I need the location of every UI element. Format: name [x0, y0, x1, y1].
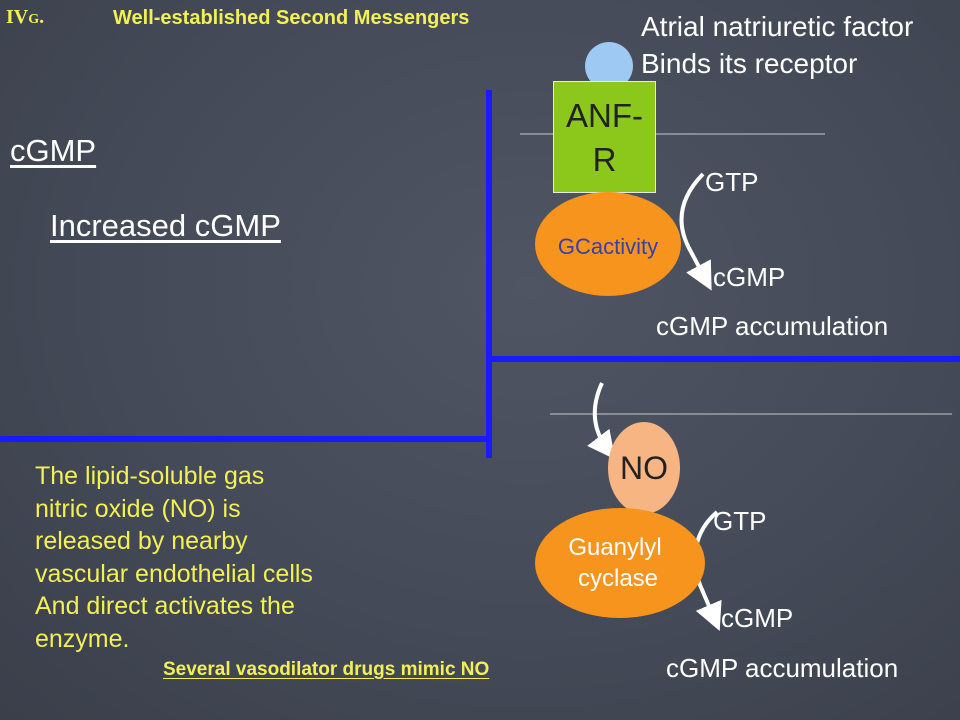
increased-cgmp-heading: Increased cGMP — [50, 208, 281, 243]
no-molecule: NO — [608, 422, 680, 514]
top-cgmp-label: cGMP — [713, 262, 786, 292]
anf-receptor: ANF- R — [553, 81, 656, 193]
section-sub: G — [28, 12, 40, 27]
no-description-line-2: nitric oxide (NO) is — [35, 494, 241, 523]
section-number: IV — [6, 6, 29, 28]
no-description-line-3: released by nearby — [35, 527, 248, 555]
bottom-accumulation-label: cGMP accumulation — [666, 653, 899, 683]
cgmp-heading: cGMP — [10, 133, 97, 168]
bottom-cgmp-label: cGMP — [721, 603, 794, 633]
no-description-line-4: vascular endothelial cells — [35, 559, 313, 588]
anf-caption-2: Binds its receptor — [641, 48, 858, 79]
no-description-line-1: The lipid-soluble gas — [35, 462, 265, 490]
anf-caption-1: Atrial natriuretic factor — [641, 11, 914, 42]
gc-enzyme-label: GCactivity — [557, 234, 659, 259]
left-divider — [0, 436, 489, 442]
no-description-line-6: enzyme. — [35, 624, 130, 653]
top-conversion-arrow — [679, 172, 712, 291]
gc-enzyme: GCactivity — [535, 192, 681, 296]
guanylyl-cyclase-line-1: Guanylyl — [568, 534, 662, 561]
vasodilator-footnote: Several vasodilator drugs mimic NO — [163, 659, 490, 680]
vertical-divider — [486, 90, 492, 458]
middle-divider — [486, 356, 960, 362]
guanylyl-cyclase-line-2: cyclase — [577, 565, 659, 592]
anf-receptor-line-1: ANF- — [566, 97, 643, 134]
section-dot: . — [39, 6, 45, 28]
no-molecule-label: NO — [620, 449, 668, 486]
no-description-line-5: And direct activates the — [35, 592, 295, 620]
anf-receptor-line-2: R — [592, 141, 617, 178]
top-gtp-label: GTP — [705, 167, 759, 197]
top-accumulation-label: cGMP accumulation — [656, 311, 889, 341]
slide-header: IVG. — [6, 6, 44, 29]
guanylyl-cyclase-enzyme: Guanylyl cyclase — [535, 508, 705, 618]
slide-title: Well-established Second Messengers — [113, 7, 470, 29]
no-description: The lipid-soluble gas nitric oxide (NO) … — [35, 460, 313, 655]
bottom-gtp-label: GTP — [713, 506, 767, 536]
no-entry-arrow — [587, 382, 616, 460]
